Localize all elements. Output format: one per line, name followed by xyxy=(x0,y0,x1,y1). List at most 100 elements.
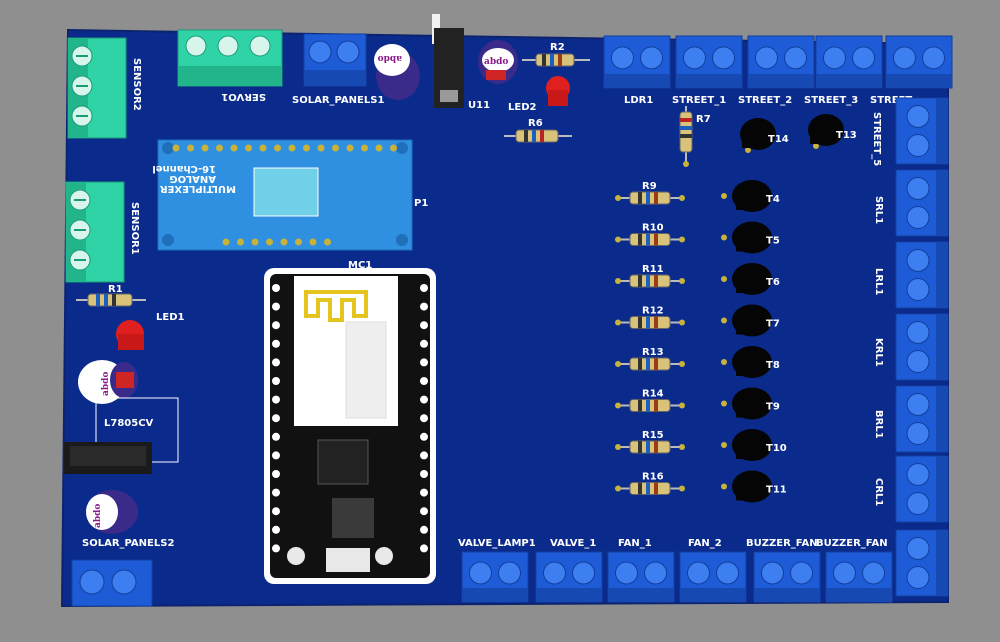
top-terminal-5 xyxy=(885,35,953,89)
capacitor-c3: abdo xyxy=(78,360,138,404)
transistor-label: T11 xyxy=(766,485,787,496)
top-terminal-row xyxy=(603,35,953,89)
led1 xyxy=(116,320,144,350)
resistor-label: R15 xyxy=(642,430,664,441)
resistor-r11: R11 xyxy=(615,264,685,288)
svg-text:abdo: abdo xyxy=(378,53,402,63)
fan1-label: FAN_1 xyxy=(618,538,652,549)
top-transistor-group: T14 T13 xyxy=(740,114,857,153)
mux-text-3: MULTIPLEXER xyxy=(160,183,236,194)
sensor1-terminal xyxy=(65,181,125,283)
resistor-label: R14 xyxy=(642,389,664,400)
buzzer-fan1-label: BUZZER_FAN xyxy=(746,538,818,549)
led1-label: LED1 xyxy=(156,312,185,323)
transistor-t14: T14 xyxy=(740,118,789,153)
resistor-label: R11 xyxy=(642,264,664,275)
right-terminal-column xyxy=(895,97,949,597)
transistor-t11: T11 xyxy=(721,470,787,503)
right-terminal-6 xyxy=(895,455,949,523)
svg-text:abdo: abdo xyxy=(484,57,508,67)
transistor-label: T14 xyxy=(768,134,789,145)
right-terminal-7 xyxy=(895,529,949,597)
resistor-label: R16 xyxy=(642,472,664,483)
street1-label: STREET_1 xyxy=(672,95,726,106)
mc1-nodemcu xyxy=(264,268,436,584)
mc1-label: MC1 xyxy=(348,260,372,271)
valve1-label: VALVE_1 xyxy=(550,538,596,549)
mux-text-2: ANALOG xyxy=(169,173,216,184)
transistor-t13: T13 xyxy=(808,114,857,149)
right-terminal-4 xyxy=(895,313,949,381)
right-terminal-1 xyxy=(895,97,949,165)
r7-label: R7 xyxy=(696,114,711,125)
resistor-label: R12 xyxy=(642,306,664,317)
transistor-t7: T7 xyxy=(721,304,780,337)
right-terminal-3 xyxy=(895,241,949,309)
transistor-t6: T6 xyxy=(721,263,780,295)
resistor-r16: R16 xyxy=(615,472,685,495)
top-terminal-4 xyxy=(815,35,883,89)
resistor-label: R10 xyxy=(642,223,664,234)
r2-label: R2 xyxy=(550,42,565,53)
bottom-terminal-6 xyxy=(825,551,893,603)
resistor-r1 xyxy=(76,293,146,307)
transistor-label: T8 xyxy=(766,360,780,371)
street3-label: STREET_3 xyxy=(804,95,858,106)
resistor-label: R13 xyxy=(642,347,664,358)
resistor-r7 xyxy=(679,106,693,167)
mux-header-pins xyxy=(172,144,397,246)
analog-multiplexer-module xyxy=(157,139,413,251)
bottom-terminal-5 xyxy=(753,551,821,603)
buzzer-fan2-label: BUZZER_FAN xyxy=(816,538,888,549)
resistor-r15: R15 xyxy=(615,430,685,454)
servo1-terminal xyxy=(177,29,283,87)
krl1-label: KRL1 xyxy=(873,338,884,367)
ldr1-label: LDR1 xyxy=(624,95,653,106)
svg-text:abdo: abdo xyxy=(93,504,103,528)
top-terminal-2 xyxy=(675,35,743,89)
p1-label: P1 xyxy=(414,198,428,209)
fan2-label: FAN_2 xyxy=(688,538,722,549)
r6-label: R6 xyxy=(528,118,543,129)
street5-label: STREET_5 xyxy=(871,112,882,166)
transistor-label: T9 xyxy=(766,402,780,413)
brl1-label: BRL1 xyxy=(873,410,884,439)
mc1-pin-headers xyxy=(272,284,428,553)
solar-panels1-terminal xyxy=(303,33,367,87)
sensor2-label: SENSOR2 xyxy=(131,58,142,111)
svg-text:abdo: abdo xyxy=(101,372,111,396)
capacitor-c2: abdo xyxy=(478,40,518,84)
led2-label: LED2 xyxy=(508,102,537,113)
top-terminal-3 xyxy=(747,35,815,89)
transistor-label: T13 xyxy=(836,130,857,141)
transistor-label: T10 xyxy=(766,443,787,454)
resistor-r14: R14 xyxy=(615,389,685,412)
right-terminal-5 xyxy=(895,385,949,453)
solar-panels1-label: SOLAR_PANELS1 xyxy=(292,95,384,106)
u11-label: U11 xyxy=(468,100,490,111)
resistor-r10: R10 xyxy=(615,223,685,246)
lrl1-label: LRL1 xyxy=(873,268,884,295)
sensor1-label: SENSOR1 xyxy=(129,202,140,255)
capacitor-c4: abdo xyxy=(86,490,138,534)
mux-text-1: 16-Channel xyxy=(152,163,216,174)
bottom-terminal-row xyxy=(461,551,893,603)
street2-label: STREET_2 xyxy=(738,95,792,106)
sensor2-terminal xyxy=(67,37,127,139)
street4-label: STREET_ xyxy=(870,95,917,106)
resistor-r9: R9 xyxy=(615,181,685,205)
l7805cv-label: L7805CV xyxy=(104,418,154,429)
led2 xyxy=(546,76,570,106)
bottom-terminal-1 xyxy=(461,551,529,603)
bottom-terminal-3 xyxy=(607,551,675,603)
transistor-t8: T8 xyxy=(721,346,780,378)
right-terminal-2 xyxy=(895,169,949,237)
resistor-label: R9 xyxy=(642,181,657,192)
servo1-label: SERVO1 xyxy=(221,91,266,102)
resistor-r13: R13 xyxy=(615,347,685,371)
transistor-label: T5 xyxy=(766,236,780,247)
resistor-r12: R12 xyxy=(615,306,685,329)
capacitor-c1: abdo xyxy=(374,44,420,100)
